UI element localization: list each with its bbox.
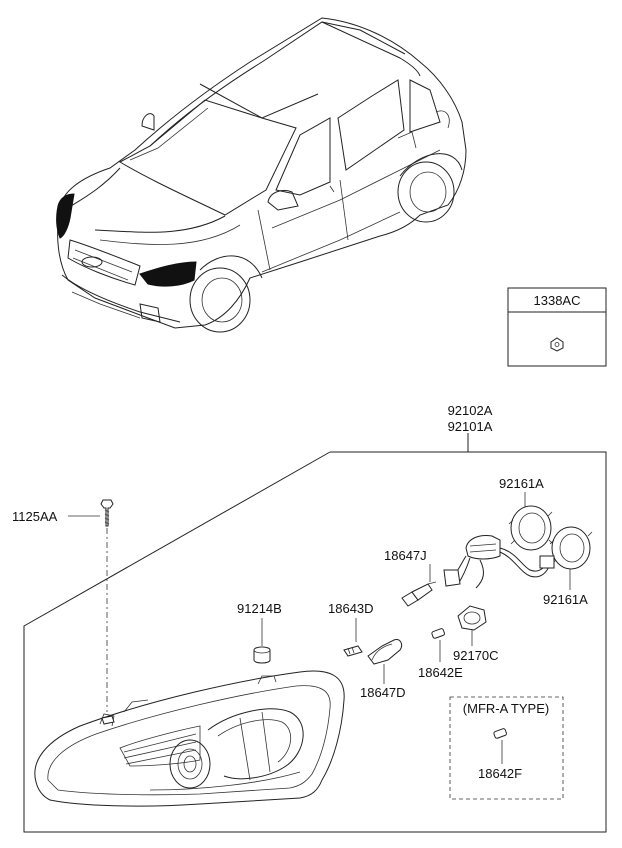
label-92161A-bottom: 92161A bbox=[543, 592, 588, 607]
label-92102A: 92102A bbox=[448, 403, 493, 418]
part-box-1338AC: 1338AC bbox=[507, 287, 607, 367]
label-18643D: 18643D bbox=[328, 601, 374, 616]
right-headlamp-highlight bbox=[139, 261, 197, 287]
nut-icon bbox=[550, 337, 564, 352]
label-92170C: 92170C bbox=[453, 648, 499, 663]
socket-92170C: 92170C bbox=[453, 605, 499, 663]
headlamp-assembly bbox=[34, 670, 345, 807]
label-18642F: 18642F bbox=[478, 766, 522, 781]
bulb-18643D: 18643D bbox=[328, 601, 374, 657]
car-illustration bbox=[56, 17, 467, 333]
cover-92161A-bottom: 92161A bbox=[543, 526, 593, 607]
assembly-frame: 92102A 92101A bbox=[23, 403, 607, 833]
label-1338AC: 1338AC bbox=[534, 293, 581, 308]
cover-92161A-top: 92161A bbox=[499, 476, 554, 551]
label-92101A: 92101A bbox=[448, 419, 493, 434]
bulb-18647J: 18647J bbox=[384, 548, 437, 607]
wiring-harness bbox=[443, 535, 555, 589]
label-92161A-top: 92161A bbox=[499, 476, 544, 491]
label-91214B: 91214B bbox=[237, 601, 282, 616]
mfr-a-type-box: (MFR-A TYPE) 18642F bbox=[449, 696, 564, 800]
label-18647D: 18647D bbox=[360, 685, 406, 700]
label-1125AA: 1125AA bbox=[12, 509, 58, 524]
screw-icon bbox=[100, 499, 114, 527]
label-mfr-a-type: (MFR-A TYPE) bbox=[463, 701, 549, 716]
label-18647J: 18647J bbox=[384, 548, 427, 563]
label-18642E: 18642E bbox=[418, 665, 463, 680]
bulb-18642E: 18642E bbox=[418, 628, 463, 680]
cap-91214B: 91214B bbox=[237, 601, 282, 664]
screw-1125AA: 1125AA bbox=[12, 499, 114, 712]
bulb-18647D: 18647D bbox=[360, 639, 406, 700]
left-headlamp-highlight bbox=[56, 193, 75, 239]
